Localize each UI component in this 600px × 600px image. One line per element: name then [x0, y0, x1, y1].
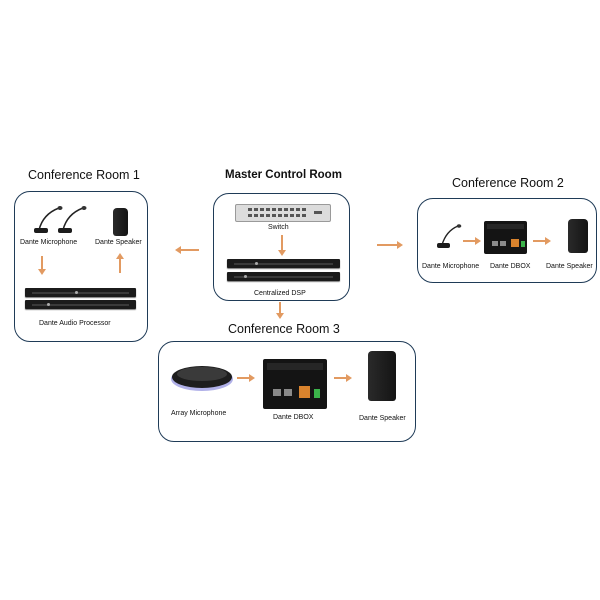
arrow-switch-to-dsp	[281, 235, 283, 251]
arrowhead-left	[175, 246, 181, 254]
room2-mic-label: Dante Microphone	[422, 263, 480, 270]
dsp-rack-icon	[227, 259, 340, 268]
arrowhead-down	[278, 250, 286, 256]
speaker-icon	[368, 351, 396, 401]
audio-processor-rack-icon	[25, 300, 136, 309]
master-title: Master Control Room	[225, 169, 342, 181]
room1-speaker-label: Dante Speaker	[95, 239, 142, 246]
arrowhead-up	[116, 253, 124, 259]
arrowhead-right	[545, 237, 551, 245]
room3-dbox-label: Dante DBOX	[273, 414, 314, 421]
room3-mic-label: Array Microphone	[171, 410, 227, 417]
speaker-icon	[113, 208, 128, 236]
audio-processor-rack-icon	[25, 288, 136, 297]
room2-dbox-label: Dante DBOX	[490, 263, 531, 270]
room2-box: Dante Microphone Dante DBOX Dante Speake…	[417, 198, 597, 283]
arrow-master-to-room2	[377, 244, 397, 246]
room3-speaker-label: Dante Speaker	[359, 415, 406, 422]
gooseneck-microphone-icon	[34, 206, 87, 233]
switch-label: Switch	[268, 224, 289, 231]
arrowhead-right	[249, 374, 255, 382]
arrow-dbox-to-speaker	[334, 377, 346, 379]
room2-title: Conference Room 2	[452, 176, 564, 190]
master-box: Switch Centralized DSP	[213, 193, 350, 301]
room1-box: Dante Microphone Dante Speaker Dante Aud…	[14, 191, 148, 342]
dbox-icon	[484, 221, 527, 254]
room1-processor-label: Dante Audio Processor	[39, 320, 111, 327]
arrow-mic-to-dbox	[237, 377, 249, 379]
arrow-processor-to-speaker	[119, 259, 121, 273]
arrowhead-down	[38, 269, 46, 275]
speaker-icon	[568, 219, 588, 253]
dbox-icon	[263, 359, 327, 409]
room2-speaker-label: Dante Speaker	[546, 263, 593, 270]
dsp-rack-icon	[227, 272, 340, 281]
room3-title: Conference Room 3	[228, 322, 340, 336]
arrow-master-to-room1	[181, 249, 199, 251]
dsp-label: Centralized DSP	[254, 290, 306, 297]
network-switch-icon	[235, 204, 331, 222]
arrow-dbox-to-speaker	[533, 240, 545, 242]
room3-box: Array Microphone Dante DBOX Dante Speake…	[158, 341, 416, 442]
room1-title: Conference Room 1	[28, 168, 140, 182]
gooseneck-microphone-icon	[437, 224, 462, 248]
arrow-mic-to-processor	[41, 256, 43, 270]
arrow-master-to-room3	[279, 302, 281, 314]
array-microphone-icon	[171, 366, 233, 391]
arrow-mic-to-dbox	[463, 240, 475, 242]
arrowhead-right	[346, 374, 352, 382]
arrowhead-right	[397, 241, 403, 249]
room1-mic-label: Dante Microphone	[20, 239, 78, 246]
arrowhead-down	[276, 313, 284, 319]
arrowhead-right	[475, 237, 481, 245]
